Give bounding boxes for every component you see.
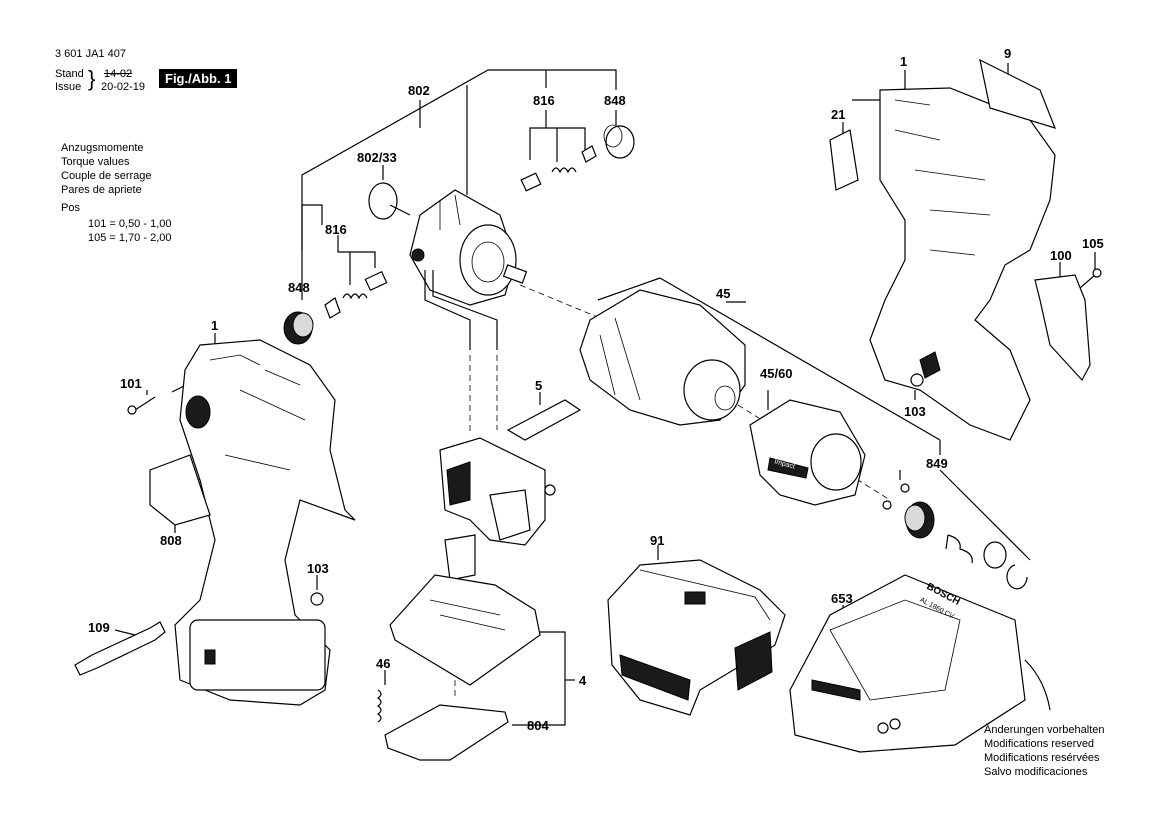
o-ring-802-33 (368, 182, 398, 220)
pos-label: Pos (61, 202, 80, 214)
housing-right-1 (869, 87, 1056, 441)
label-46: 46 (376, 656, 391, 671)
label-9: 9 (1004, 46, 1012, 61)
label-808: 808 (160, 533, 182, 548)
brace: } (88, 66, 96, 91)
label-802: 802 (408, 83, 430, 98)
label-45: 45 (716, 286, 731, 301)
torque-line-2: Torque values (61, 156, 130, 168)
label-109: 109 (88, 620, 110, 635)
label-804: 804 (527, 718, 549, 733)
nut-103-left (310, 592, 324, 606)
label-21: 21 (831, 107, 846, 122)
label-653: 653 (831, 591, 853, 606)
footer-line-3: Modifications resérvées (984, 752, 1100, 764)
cover-45-60 (749, 399, 866, 506)
figure-label: Fig./Abb. 1 (159, 69, 238, 88)
label-101: 101 (120, 376, 142, 391)
label-5: 5 (535, 378, 543, 393)
label-802-33: 802/33 (357, 150, 397, 165)
contact-plate-804 (384, 704, 509, 761)
label-816-left: 816 (325, 222, 347, 237)
brush-set-816-top (520, 145, 597, 192)
bit-109 (74, 621, 166, 676)
label-21 (829, 129, 859, 191)
issue-label: Issue (55, 81, 82, 93)
brush-set-816-left (324, 270, 388, 319)
label-848-top: 848 (604, 93, 626, 108)
cap-848-left (283, 311, 314, 345)
torque-row-105: 105 = 1,70 - 2,00 (88, 232, 172, 244)
footer-line-4: Salvo modificaciones (984, 766, 1088, 778)
label-103-right: 103 (904, 404, 926, 419)
screw-101 (127, 396, 156, 415)
pad-5 (506, 399, 582, 441)
footer-line-2: Modifications reserved (984, 738, 1095, 750)
label-1-right: 1 (900, 54, 908, 69)
belt-clip-100 (1034, 274, 1091, 382)
label-45-60: 45/60 (760, 366, 793, 381)
label-103-left: 103 (307, 561, 329, 576)
spring-46 (376, 689, 382, 723)
label-1-left: 1 (211, 318, 219, 333)
label-105: 105 (1082, 236, 1104, 251)
gear-housing-45 (579, 289, 746, 426)
motor-802 (409, 189, 528, 350)
torque-line-1: Anzugsmomente (61, 142, 144, 154)
charger-653 (789, 574, 1051, 753)
label-91: 91 (650, 533, 665, 548)
leader-lines (114, 63, 1096, 726)
stand-label: Stand (55, 68, 84, 80)
label-848-left: 848 (288, 280, 310, 295)
cap-848-top (603, 124, 635, 159)
footer-line-1: Änderungen vorbehalten (984, 724, 1105, 736)
torque-row-101: 101 = 0,50 - 1,00 (88, 218, 172, 230)
anvil-parts-849 (882, 483, 1028, 590)
label-4: 4 (579, 673, 587, 688)
new-date: 20-02-19 (101, 81, 146, 93)
housing-left-1 (174, 339, 356, 706)
nut-103-right (910, 373, 924, 387)
label-808 (149, 454, 211, 526)
doc-number: 3 601 JA1 407 (55, 48, 126, 60)
old-date: 14-02 (104, 68, 133, 80)
battery-91 (607, 559, 786, 716)
label-9 (979, 58, 1057, 129)
battery-holder-4 (389, 574, 541, 686)
label-100: 100 (1050, 248, 1072, 263)
screw-105 (1079, 268, 1102, 289)
label-816-top: 816 (533, 93, 555, 108)
torque-line-3: Couple de serrage (61, 170, 152, 182)
label-849: 849 (926, 456, 948, 471)
torque-line-4: Pares de apriete (61, 184, 142, 196)
switch-assembly (439, 437, 556, 581)
